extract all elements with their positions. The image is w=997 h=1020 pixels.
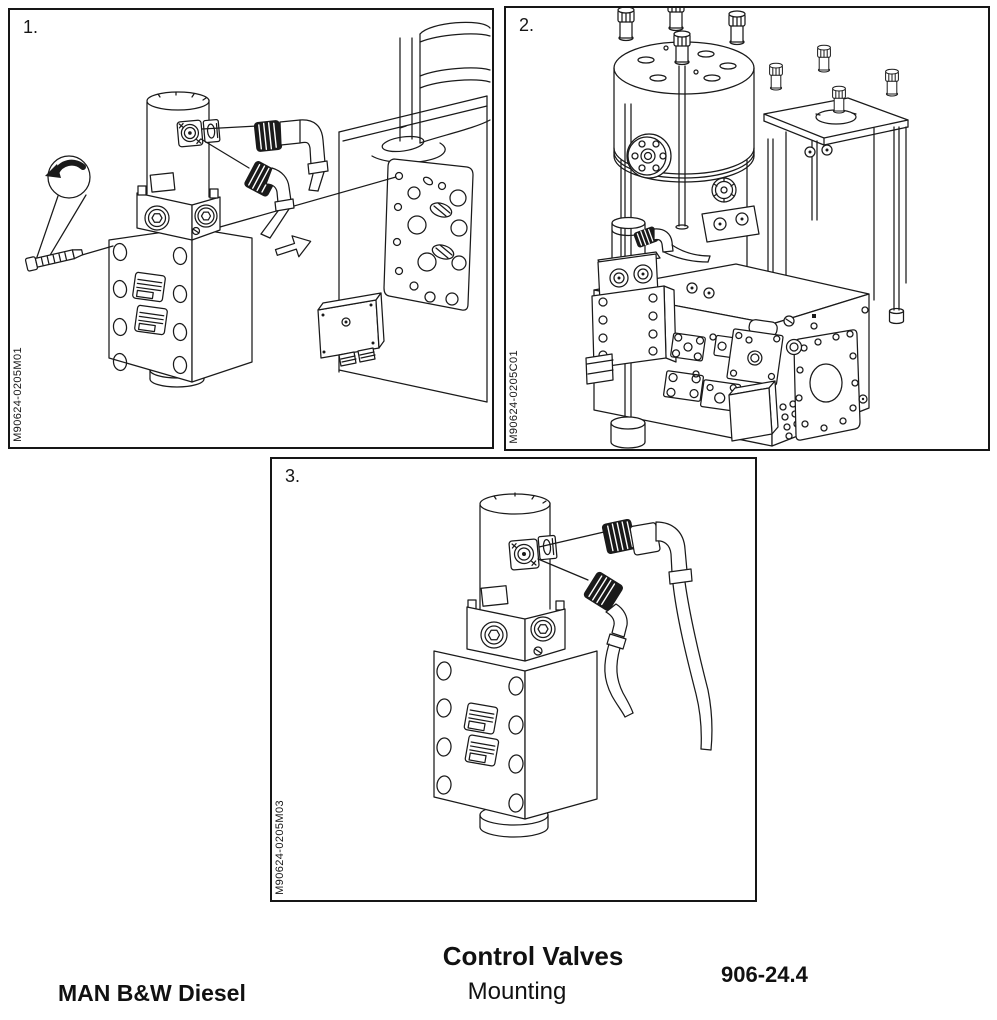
engine-block: [317, 21, 491, 403]
side-flange: [626, 133, 672, 179]
cable: [604, 643, 634, 718]
nameplate: [480, 585, 509, 607]
junction-box: [317, 292, 385, 367]
slot-opening: [431, 244, 455, 260]
pilot-valve-body: [136, 185, 221, 241]
rotation-arrow-icon: [45, 155, 91, 199]
slotted-port: [132, 271, 166, 303]
figure-panel-1: 1. M90624-0205M01: [8, 8, 494, 449]
slotted-port: [464, 734, 500, 767]
control-valve: [108, 91, 253, 388]
slotted-port: [463, 702, 499, 735]
gasket-plate: [783, 306, 869, 441]
manifold-block: [762, 44, 909, 328]
figure-panel-3: 3. M90624-0205M03: [270, 457, 757, 902]
figure-3-code: M90624-0205M03: [274, 800, 286, 895]
solenoid-cylinder: [479, 492, 551, 612]
slot-opening: [429, 202, 453, 218]
socket-flange: [537, 534, 558, 561]
leader-line: [538, 531, 605, 548]
leader-line: [45, 194, 87, 263]
figure-3-drawing: [433, 492, 713, 838]
cable-connector-1: [601, 518, 713, 751]
mounting-plate: [383, 158, 474, 311]
figure-3-label: 3.: [285, 466, 301, 486]
leader-line: [200, 138, 250, 169]
solenoid-valve: [585, 216, 711, 385]
leader-line: [219, 176, 397, 228]
section-number: 906-24.4: [721, 962, 808, 987]
cable-gland: [357, 347, 376, 363]
cable-connector-1: [253, 119, 329, 192]
valve-blocks-cluster: [662, 319, 803, 442]
socket-flange: [202, 118, 221, 144]
direction-arrow: [274, 235, 312, 258]
hex-connector: [711, 177, 737, 203]
cable: [308, 171, 325, 192]
hydraulic-cylinder-top: [419, 21, 491, 144]
figure-2-label: 2.: [519, 15, 535, 35]
figure-panel-2: 2. M90624-0205C01: [504, 6, 990, 451]
leader-line: [201, 125, 258, 130]
leader-line: [36, 195, 59, 258]
screw-axis-line: [81, 245, 114, 256]
large-cylinder: [613, 8, 755, 309]
cable: [672, 581, 713, 751]
pilot-valve-body: [466, 599, 566, 662]
slotted-port: [134, 304, 168, 336]
connector-socket: [508, 538, 540, 571]
figure-1-drawing: [24, 21, 491, 403]
cable-connector-2: [583, 571, 634, 718]
connector-socket: [176, 119, 204, 148]
pipe: [371, 37, 446, 164]
publisher-name: MAN B&W Diesel: [58, 980, 246, 1006]
document-title: Control Valves: [442, 941, 624, 971]
figure-2-drawing: [585, 8, 909, 449]
solenoid-cylinder: [146, 91, 210, 198]
figure-1-code: M90624-0205M01: [12, 347, 24, 442]
terminal-block: [728, 380, 803, 442]
junction-block: [701, 205, 760, 243]
cable: [663, 244, 711, 263]
nameplate: [149, 172, 176, 193]
figure-1-label: 1.: [23, 17, 39, 37]
cable-gland: [338, 351, 357, 367]
document-subtitle: Mounting: [467, 978, 567, 1005]
leader-line: [537, 558, 589, 581]
cable-connector-2: [244, 161, 295, 239]
control-valve: [433, 492, 598, 838]
mounting-screw: [24, 249, 84, 272]
figure-2-code: M90624-0205C01: [508, 350, 520, 444]
cable: [260, 208, 290, 239]
